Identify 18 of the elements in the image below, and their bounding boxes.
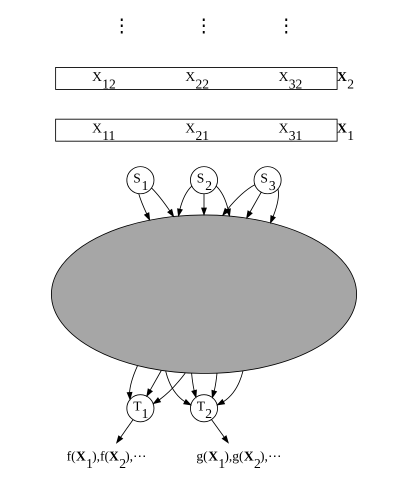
- arrow: [216, 370, 243, 406]
- label: ⋮: [112, 15, 131, 36]
- arrow: [152, 372, 186, 404]
- arrow: [269, 188, 278, 224]
- arrow: [146, 370, 162, 398]
- arrow: [210, 419, 228, 444]
- arrow: [210, 372, 217, 399]
- label: ⋮: [276, 15, 296, 36]
- arrow: [164, 370, 192, 406]
- arrow: [200, 194, 206, 216]
- arrow: [126, 365, 138, 401]
- arrow: [115, 419, 133, 444]
- label: ⋮: [194, 15, 214, 36]
- arrow: [190, 372, 196, 398]
- arrow: [246, 192, 262, 220]
- arrow: [138, 193, 150, 222]
- arrow: [176, 186, 192, 218]
- arrow: [150, 188, 174, 218]
